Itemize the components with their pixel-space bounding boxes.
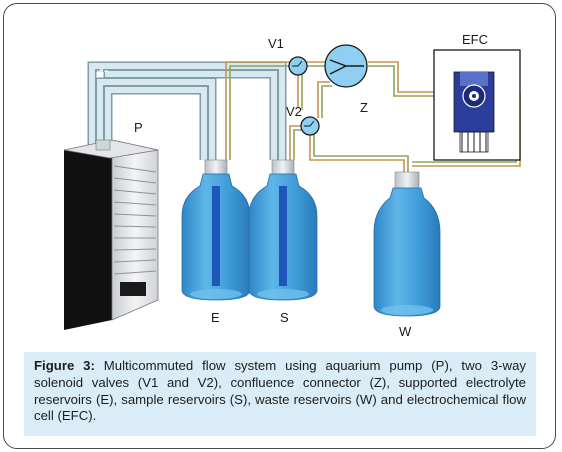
valve-v2	[300, 116, 320, 136]
confluence-connector-z	[324, 44, 368, 88]
reservoir-bottle-e	[181, 159, 251, 301]
electrochemical-flow-cell	[433, 49, 521, 161]
caption-label: Figure 3:	[34, 358, 95, 373]
cell-label: EFC	[462, 32, 488, 47]
waste-bottle-w	[373, 171, 441, 317]
figure-caption: Figure 3: Multicommuted flow system usin…	[24, 352, 536, 436]
reservoir-bottle-s	[248, 159, 318, 301]
valve-v1	[288, 56, 308, 76]
waste-label: W	[399, 324, 412, 339]
sample-label: S	[280, 310, 289, 325]
valve1-label: V1	[268, 36, 284, 51]
valve2-label: V2	[286, 104, 302, 119]
air-tubing	[87, 61, 287, 160]
electrolyte-label: E	[211, 310, 220, 325]
caption-text: Multicommuted flow system using aquarium…	[34, 358, 526, 424]
aquarium-pump	[63, 139, 159, 330]
confluence-label: Z	[360, 100, 368, 115]
pump-label: P	[134, 120, 143, 135]
